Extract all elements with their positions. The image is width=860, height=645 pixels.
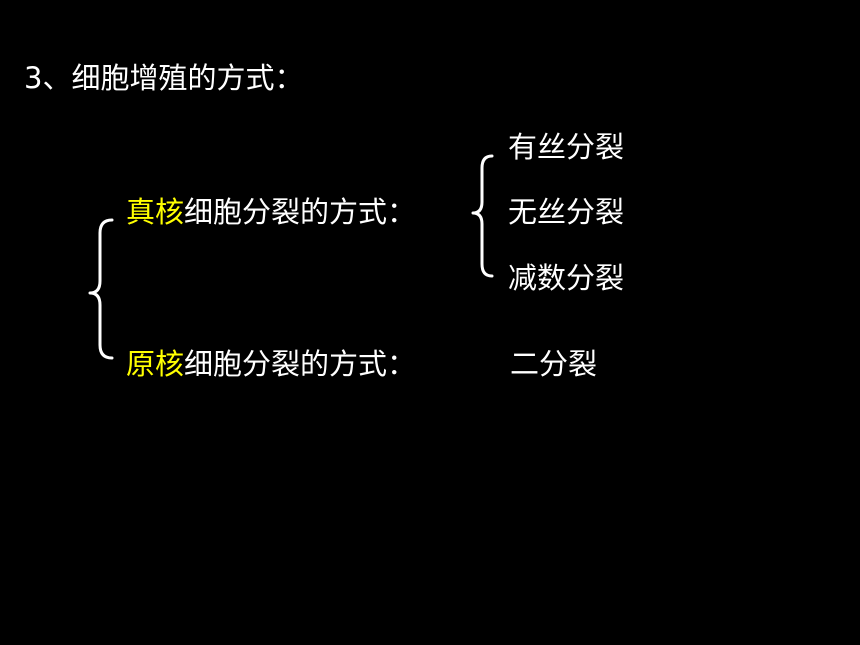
eukaryote-highlight: 真核 xyxy=(126,195,185,229)
prokaryote-label: 原核细胞分裂的方式： xyxy=(126,350,416,379)
prokaryote-label-rest: 细胞分裂的方式： xyxy=(184,347,417,381)
eukaryote-label-rest: 细胞分裂的方式： xyxy=(184,195,417,229)
method-mitosis: 有丝分裂 xyxy=(508,130,625,164)
prokaryote-highlight: 原核 xyxy=(126,347,185,381)
outer-brace xyxy=(88,218,114,360)
inner-brace xyxy=(471,154,494,278)
eukaryote-label: 真核细胞分裂的方式： xyxy=(126,198,416,227)
method-amitosis: 无丝分裂 xyxy=(508,195,625,229)
method-binary-fission: 二分裂 xyxy=(510,347,598,381)
method-meiosis: 减数分裂 xyxy=(508,261,625,295)
heading: 3、细胞增殖的方式： xyxy=(24,61,304,95)
